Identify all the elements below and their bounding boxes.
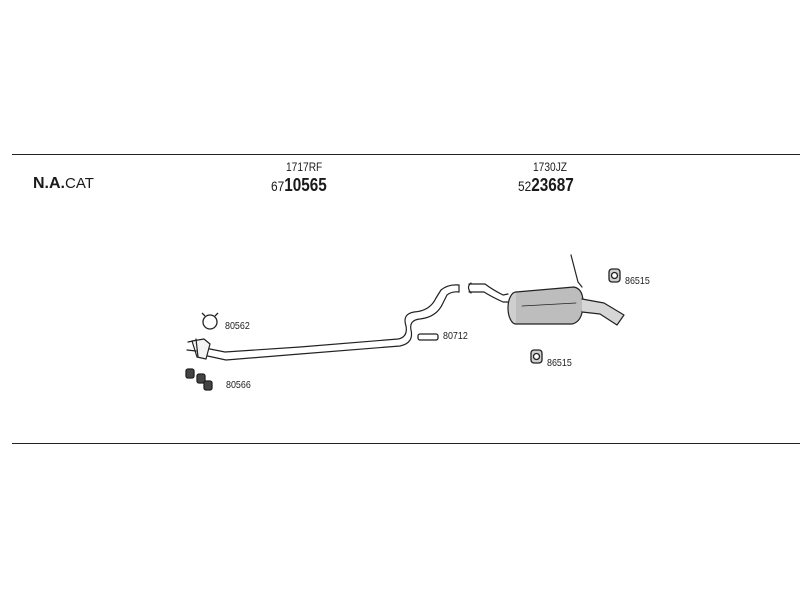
fitting-label[interactable]: 86515	[547, 357, 572, 369]
rear-pipe	[468, 283, 509, 296]
part-number-rear-silencer[interactable]: 5223687	[518, 175, 574, 195]
clamp-ring-icon	[201, 312, 219, 330]
rubber-mount-icon	[608, 268, 621, 283]
front-pipe	[199, 284, 460, 353]
rubber-mount-icon	[530, 349, 543, 364]
part-number-front-pipe[interactable]: 6710565	[271, 175, 327, 195]
fitting-label[interactable]: 80712	[443, 330, 468, 342]
bolt-set-icon	[185, 368, 213, 391]
gasket-icon	[417, 333, 439, 341]
hanger-rod	[570, 254, 583, 288]
system-label: N.A.CAT	[33, 175, 94, 192]
fitting-label[interactable]: 86515	[625, 275, 650, 287]
part-ref-rear-silencer: 1730JZ	[533, 160, 568, 174]
fitting-label[interactable]: 80562	[225, 320, 250, 332]
top-divider	[12, 154, 800, 155]
tail-pipe	[581, 298, 625, 326]
bottom-divider	[12, 443, 800, 444]
front-pipe-flange	[191, 338, 211, 360]
fitting-label[interactable]: 80566	[226, 379, 251, 391]
part-ref-front-pipe: 1717RF	[286, 160, 323, 174]
